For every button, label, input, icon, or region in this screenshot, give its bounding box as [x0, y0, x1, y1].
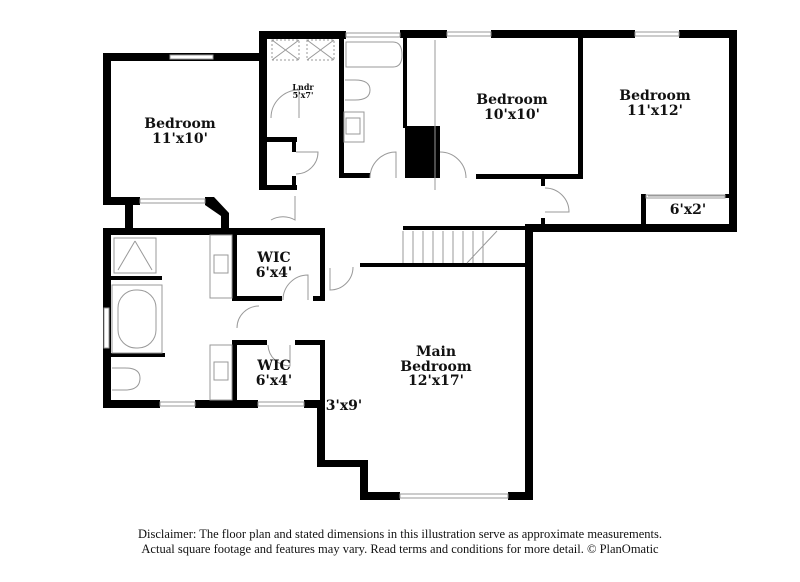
disclaimer-line-1: Disclaimer: The floor plan and stated di…	[138, 527, 662, 541]
room-label-nook: 3'x9'	[326, 399, 362, 414]
room-label-wic-upper: WIC 6'x4'	[256, 251, 292, 280]
room-name: WIC	[257, 358, 291, 374]
room-name: WIC	[257, 250, 291, 266]
room-name: Bedroom	[476, 92, 548, 108]
room-label-bedroom-middle: Bedroom 10'x10'	[476, 93, 547, 122]
room-size: 6'x4'	[255, 372, 293, 389]
room-size: 10'x10'	[484, 106, 540, 123]
room-label-bedroom-right: Bedroom 11'x12'	[619, 89, 690, 118]
room-name: Bedroom	[144, 116, 216, 132]
walls	[103, 30, 737, 500]
room-size: 12'x17'	[408, 373, 464, 390]
room-label-main-bedroom: Main Bedroom 12'x17'	[400, 345, 471, 389]
room-label-wic-lower: WIC 6'x4'	[256, 359, 292, 388]
room-label-closet-right: 6'x2'	[670, 203, 706, 218]
room-name: Bedroom	[619, 88, 691, 104]
disclaimer-line-2: Actual square footage and features may v…	[141, 542, 659, 556]
room-size: 11'x12'	[627, 102, 683, 119]
room-size: 5'x7'	[292, 90, 314, 101]
disclaimer: Disclaimer: The floor plan and stated di…	[0, 527, 800, 557]
room-name: Main	[415, 344, 457, 360]
room-size: 6'x4'	[255, 264, 293, 281]
room-size: 11'x10'	[152, 130, 208, 147]
room-name: Lndr	[292, 82, 314, 92]
room-size: 3'x9'	[325, 398, 363, 414]
fixtures-and-doors	[111, 39, 725, 401]
room-label-bedroom-left: Bedroom 11'x10'	[144, 117, 215, 146]
room-label-laundry: Lndr 5'x7'	[292, 83, 313, 100]
room-size: 6'x2'	[669, 202, 707, 218]
room-name: Bedroom	[400, 358, 472, 375]
